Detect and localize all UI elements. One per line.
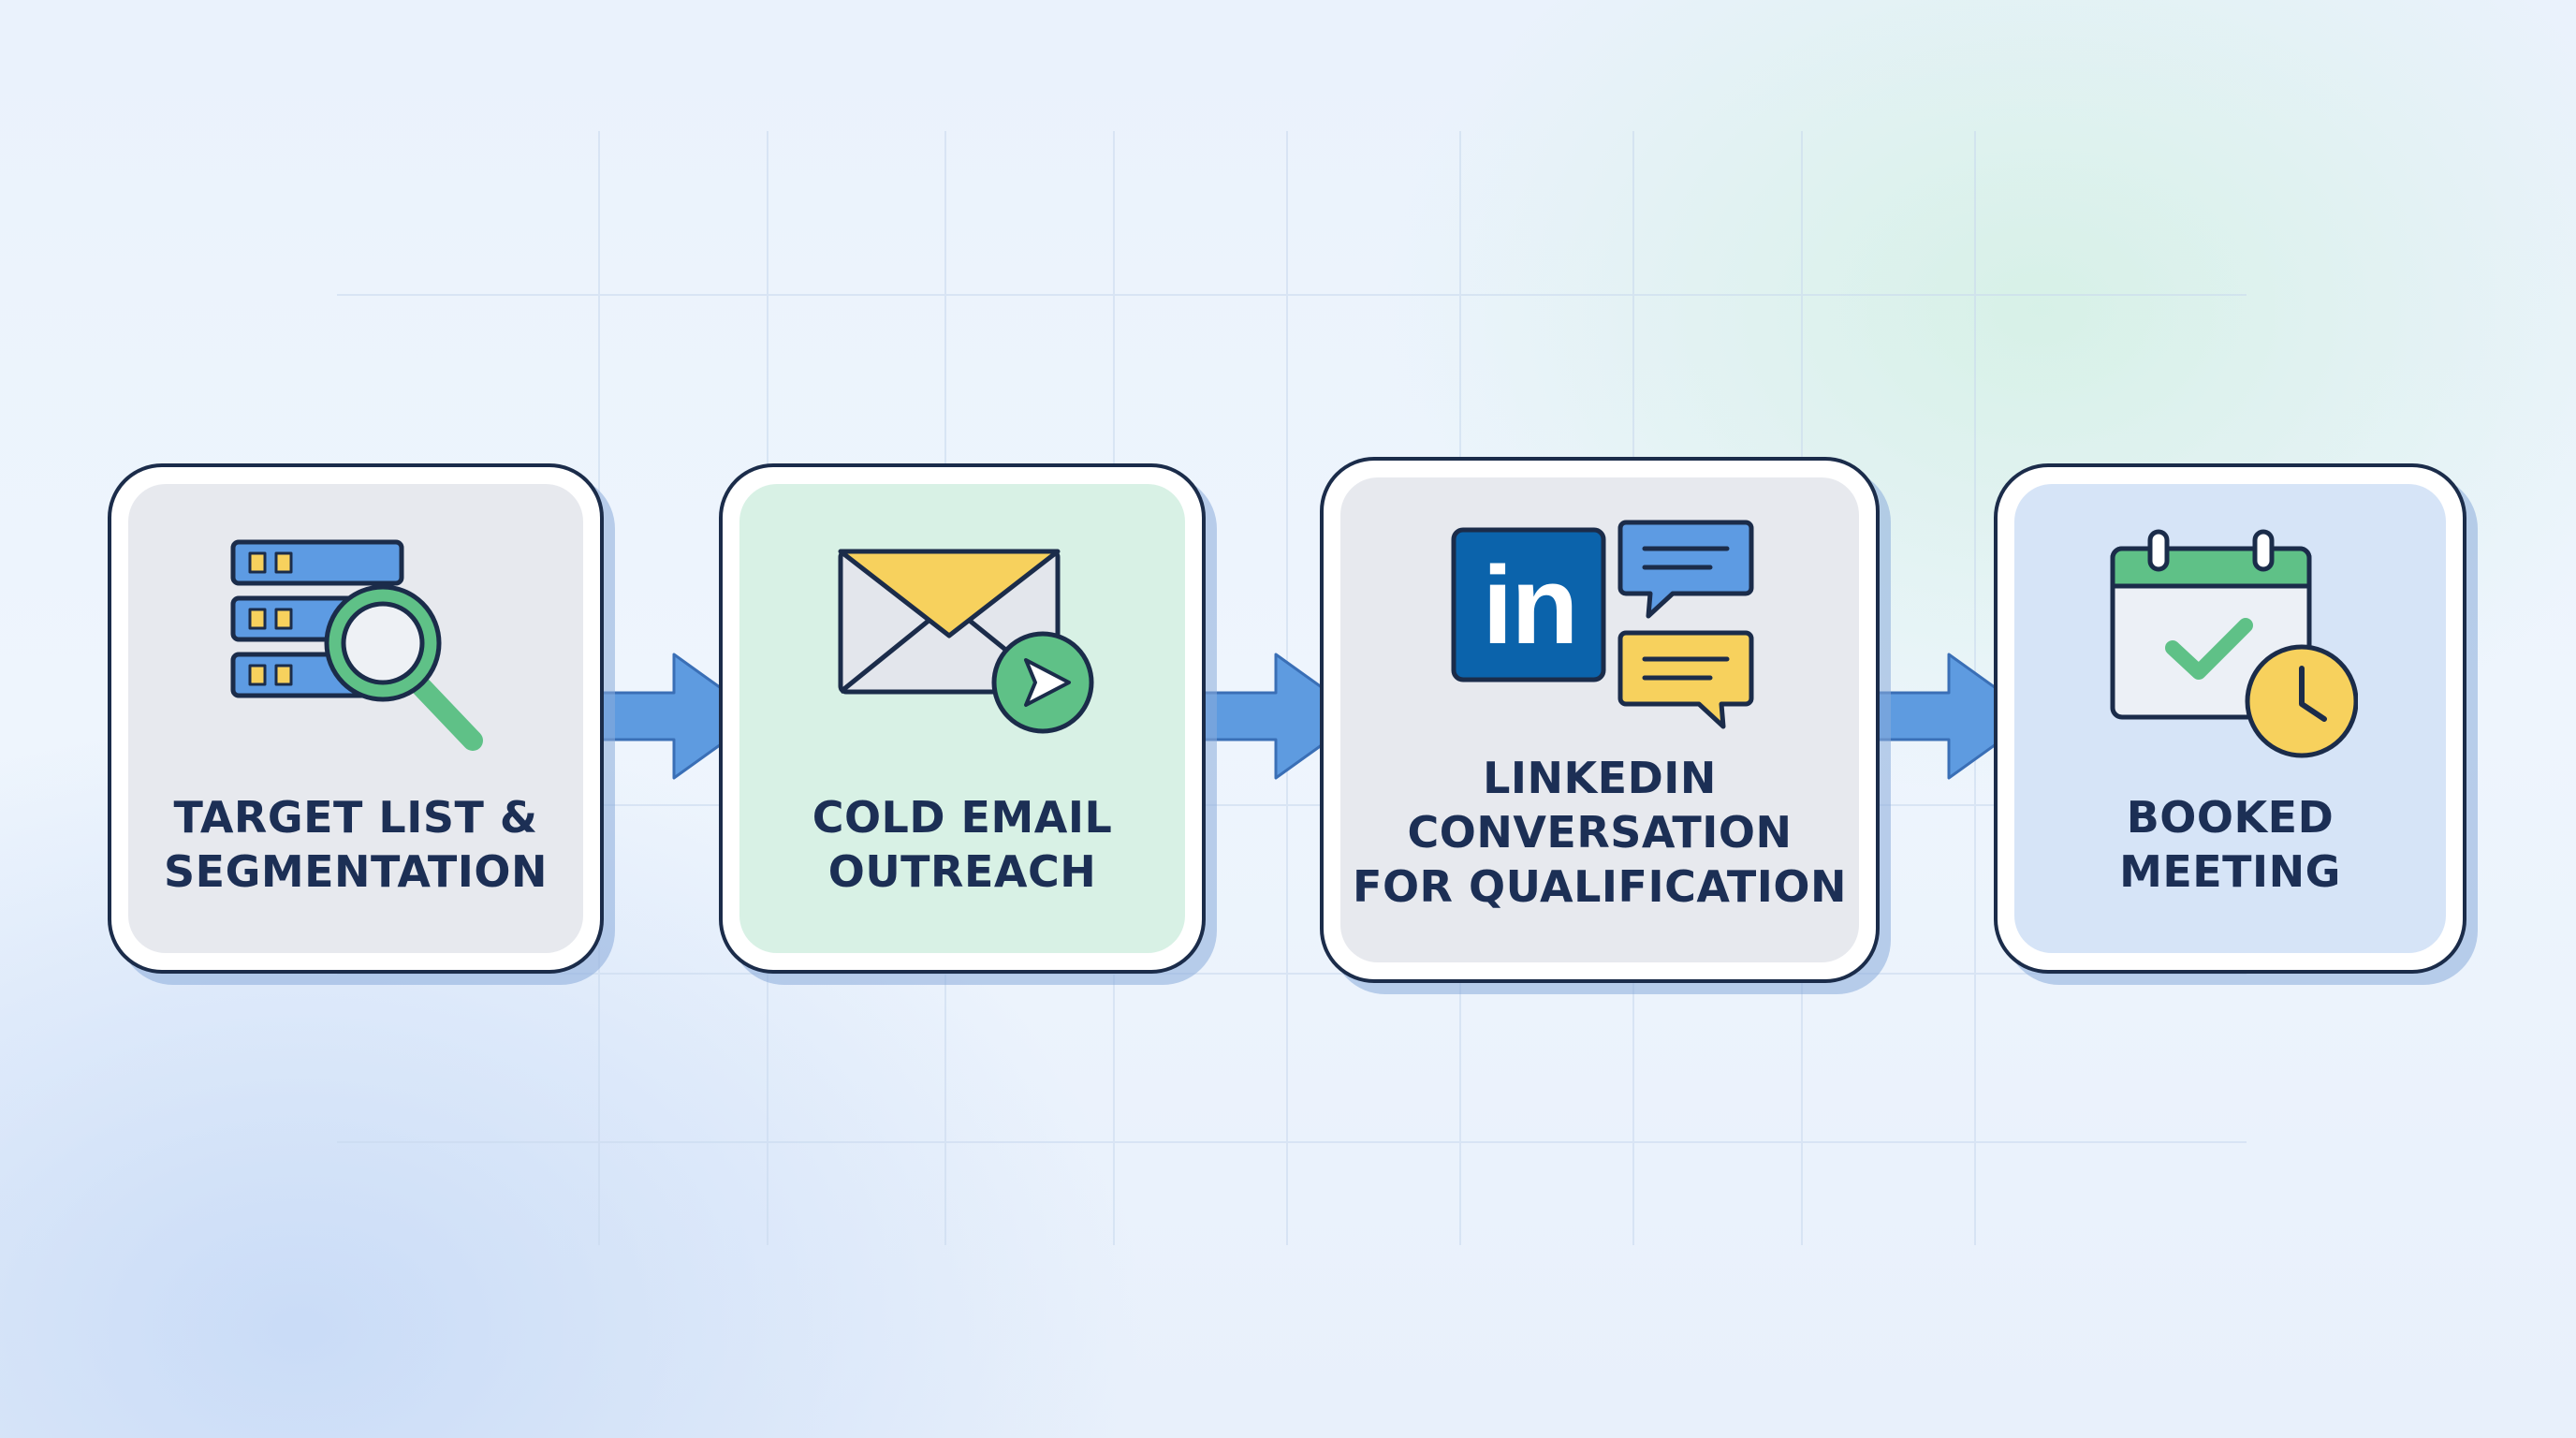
- step-label-line-3: FOR QUALIFICATION: [1353, 861, 1847, 912]
- email-send-icon: [838, 549, 1094, 734]
- step-label-line-2: MEETING: [2119, 846, 2341, 897]
- database-search-icon: [230, 539, 483, 751]
- step-label-line-2: OUTREACH: [827, 846, 1097, 897]
- step-label: COLD EMAIL OUTREACH: [723, 790, 1202, 899]
- step-label-line-1: BOOKED: [2126, 792, 2334, 843]
- linkedin-logo-icon: [1451, 527, 1606, 682]
- step-card-booked-meeting: BOOKED MEETING: [1994, 463, 2466, 974]
- chat-bubble-blue-icon: [1617, 520, 1754, 619]
- step-card-cold-email: COLD EMAIL OUTREACH: [719, 463, 1206, 974]
- step-label-line-1: COLD EMAIL: [812, 792, 1113, 843]
- step-label: TARGET LIST & SEGMENTATION: [111, 790, 600, 899]
- step-label-line-1: TARGET LIST &: [173, 792, 538, 843]
- chat-bubble-yellow-icon: [1617, 630, 1754, 729]
- step-label-line-2: CONVERSATION: [1407, 807, 1793, 858]
- step-label-line-2: SEGMENTATION: [164, 846, 548, 897]
- linkedin-logo-text: in: [1482, 544, 1579, 668]
- step-label: LINKEDIN CONVERSATION FOR QUALIFICATION: [1324, 751, 1876, 914]
- calendar-clock-icon: [2110, 529, 2358, 758]
- step-label: BOOKED MEETING: [1998, 790, 2463, 899]
- step-card-target-list: TARGET LIST & SEGMENTATION: [108, 463, 604, 974]
- linkedin-chat-icon: in: [1450, 517, 1759, 741]
- step-card-linkedin: in LINKEDIN CONVERSATION FOR QUALIFICATI…: [1320, 457, 1880, 983]
- step-label-line-1: LINKEDIN: [1483, 753, 1717, 803]
